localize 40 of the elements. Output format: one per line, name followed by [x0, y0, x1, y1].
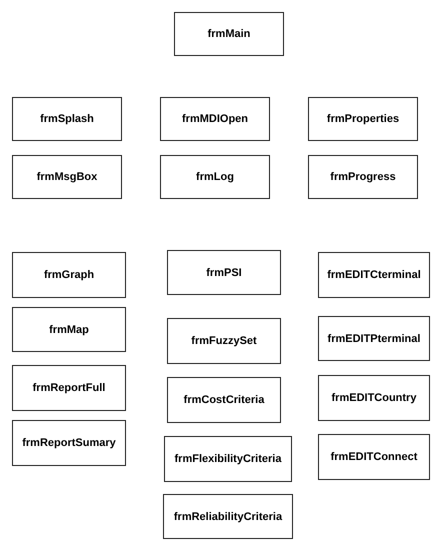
form-name: frmEDITCountry [332, 392, 416, 404]
form-box [12, 97, 122, 141]
form-name: frmMain [208, 28, 250, 40]
form-name: frmProgress [330, 171, 396, 183]
form-name: frmSplash [40, 113, 94, 125]
form-box [174, 12, 284, 56]
form-box [308, 97, 418, 141]
form-name: frmCostCriteria [184, 394, 264, 406]
form-name: frmGraph [44, 269, 94, 281]
form-name: frmFuzzySet [191, 335, 257, 347]
form-box [167, 377, 281, 423]
form-box [160, 97, 270, 141]
form-name: frmLog [196, 171, 234, 183]
form-name: frmFlexibilityCriteria [174, 453, 282, 465]
form-name: frmMDIOpen [182, 113, 248, 125]
form-name: frmProperties [326, 113, 400, 125]
form-box [308, 155, 418, 199]
form-box [318, 316, 430, 361]
form-box [12, 307, 126, 352]
form-box [163, 494, 293, 539]
form-name: frmEDITConnect [330, 451, 418, 463]
form-box [12, 155, 122, 199]
form-name: frmMsgBox [36, 171, 98, 183]
form-box [12, 420, 126, 466]
form-name: frmPSI [206, 266, 242, 278]
form-name: frmReportSumary [22, 437, 116, 449]
form-name: frmEDITPterminal [328, 332, 420, 344]
form-name: frmReliabilityCriteria [174, 510, 282, 522]
form-box [167, 318, 281, 364]
form-name: frmEDITCterminal [327, 269, 421, 281]
form-box [318, 375, 430, 421]
form-box [160, 155, 270, 199]
form-box [318, 252, 430, 298]
form-name: frmReportFull [32, 382, 106, 394]
form-box [167, 250, 281, 295]
form-box [318, 434, 430, 480]
form-box [164, 436, 292, 482]
form-name: frmMap [49, 324, 89, 336]
form-box [12, 252, 126, 298]
form-box [12, 365, 126, 411]
